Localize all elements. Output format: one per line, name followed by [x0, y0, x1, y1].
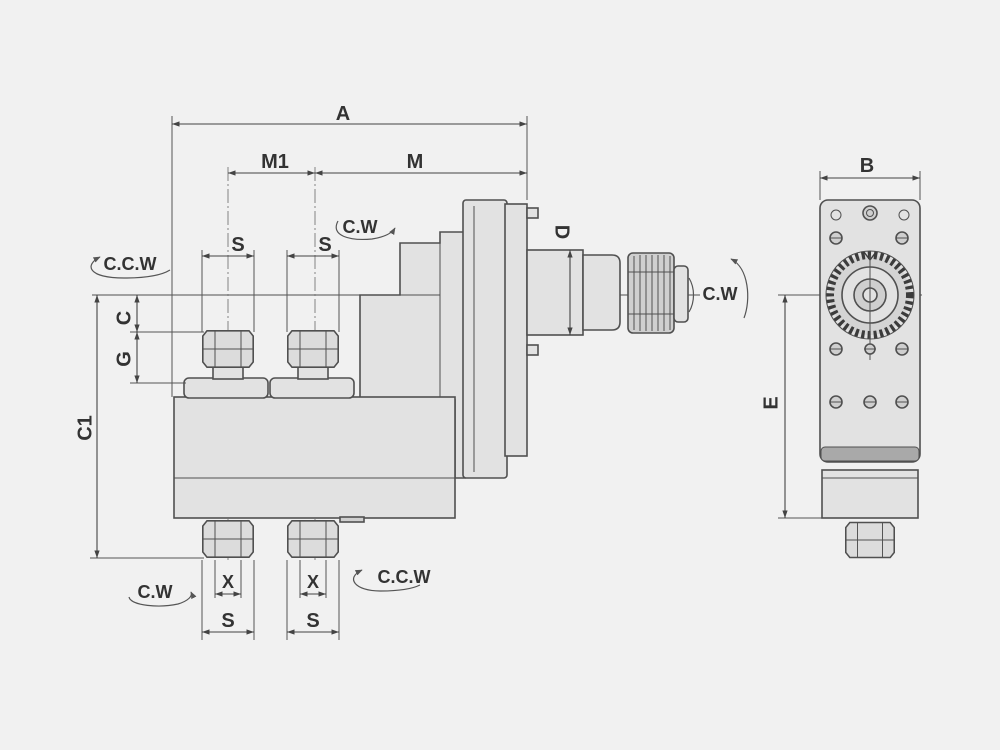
bottom-cw-arrow — [128, 591, 197, 607]
dim-label-a: A — [336, 103, 350, 125]
dim-label-g: G — [113, 351, 135, 367]
rotation-label-bottom-cw: C.W — [138, 582, 173, 602]
screw-top-center-inner — [866, 209, 874, 217]
face-plate-lower-band — [820, 446, 920, 462]
screws-upper-row — [829, 231, 909, 245]
bottom-left-nut — [202, 520, 254, 558]
top-cw-arrow — [335, 220, 396, 241]
dim-label-s-top-left: S — [231, 234, 244, 256]
dim-label-m: M — [407, 151, 424, 173]
lower-body — [173, 396, 456, 519]
dim-label-x-right: X — [307, 572, 319, 592]
dim-label-s-bottom-right: S — [306, 610, 319, 632]
gear-teeth — [628, 255, 674, 331]
extension-lines — [90, 116, 528, 640]
dim-label-e: E — [760, 396, 782, 409]
dim-label-b: B — [860, 155, 874, 177]
output-cw-arrow-tail — [688, 277, 695, 313]
right-collar — [269, 377, 355, 399]
rotation-label-top-cw: C.W — [343, 217, 378, 237]
bottom-right-nut — [287, 520, 339, 558]
flange-plate — [462, 199, 508, 479]
top-right-nut — [287, 330, 339, 368]
screw-top-center — [862, 205, 878, 221]
shaft-end-cap — [673, 265, 689, 323]
pin-hole-top-left — [830, 209, 842, 221]
left-collar — [183, 377, 269, 399]
end-view: B E — [760, 155, 922, 559]
end-view-bottom-nut — [845, 521, 895, 559]
rotation-label-bottom-ccw: C.C.W — [378, 567, 431, 587]
pin-hole-top-right — [898, 209, 910, 221]
screws-middle-row — [829, 342, 909, 356]
dim-label-c: C — [113, 311, 135, 325]
drive-gear — [627, 252, 675, 334]
locating-tab-top — [526, 207, 539, 219]
shaft-housing — [526, 249, 584, 336]
dim-label-d: D — [551, 225, 573, 239]
output-cw-arrow — [730, 258, 749, 319]
dim-label-s-bottom-left: S — [221, 610, 234, 632]
end-view-lower-body — [821, 469, 919, 519]
dim-label-c1: C1 — [74, 415, 96, 441]
top-left-nut — [202, 330, 254, 368]
bottom-ccw-arrow — [353, 569, 421, 592]
shaft-sleeve — [582, 254, 621, 331]
side-view: A M1 M S S C.W C.C.W D C.W C G C1 X X C.… — [74, 103, 749, 640]
top-ccw-arrow — [90, 256, 171, 279]
rotation-label-output-cw: C.W — [703, 284, 738, 304]
screws-lower-row — [829, 395, 909, 409]
dim-label-s-top-right: S — [318, 234, 331, 256]
locating-tab-bottom — [526, 344, 539, 356]
dim-label-m1: M1 — [261, 151, 289, 173]
dim-label-x-left: X — [222, 572, 234, 592]
mounting-plate — [504, 203, 528, 457]
bottom-pad — [339, 516, 365, 523]
rotation-label-top-ccw: C.C.W — [104, 254, 157, 274]
